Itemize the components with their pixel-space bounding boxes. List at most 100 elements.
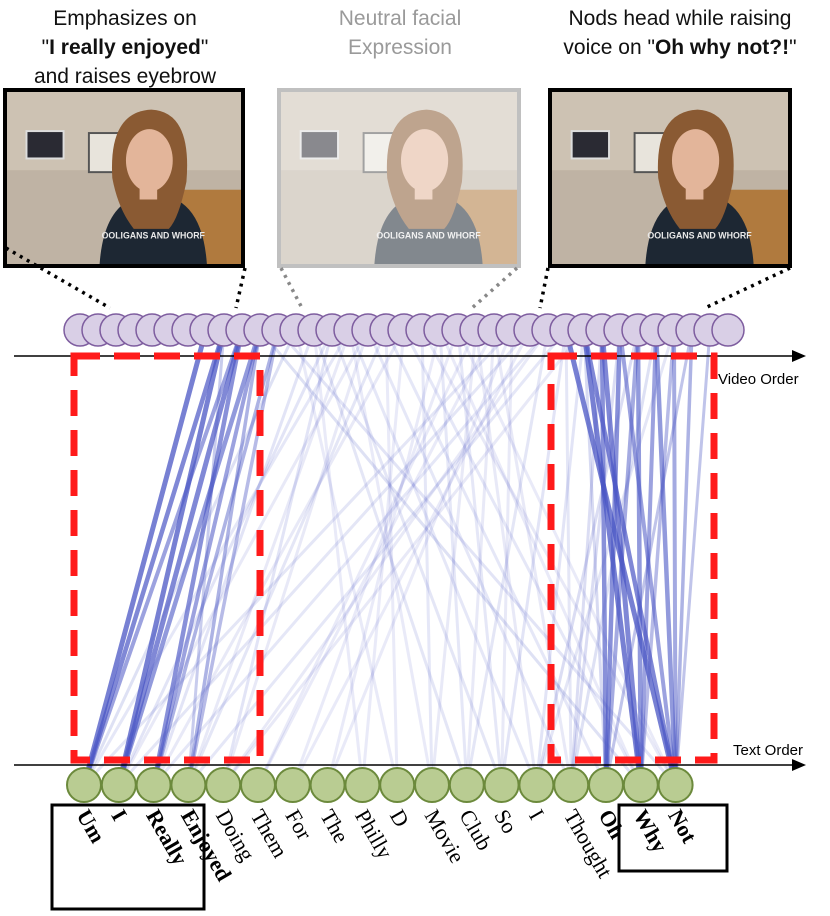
highlight-boxes: [70, 352, 718, 764]
frame-image: OOLIGANS AND WHORF: [552, 92, 788, 264]
alignment-edge: [430, 328, 478, 787]
word-node: [240, 767, 276, 803]
face: [125, 129, 173, 192]
caption-nod-line2: voice on "Oh why not?!": [563, 36, 797, 59]
caption-emphasis-line2: "I really enjoyed": [41, 36, 209, 59]
alignment-edge: [151, 327, 245, 788]
alignment-edge: [116, 327, 263, 788]
video-nodes: [63, 313, 745, 347]
word-node: [379, 767, 416, 803]
word-node: [309, 767, 346, 803]
alignment-edge: [604, 328, 640, 787]
caption-nod: Nods head while raising voice on "Oh why…: [530, 4, 830, 62]
alignment-edge: [465, 328, 496, 787]
alignment-edge: [256, 328, 478, 787]
word-node: [344, 767, 381, 803]
alignment-edge: [186, 328, 388, 787]
alignment-edge: [438, 328, 469, 787]
alignment-edge: [294, 328, 399, 787]
word-node: [553, 767, 590, 803]
word-node: [622, 767, 659, 803]
highlight-box-left: [70, 352, 264, 764]
shirt-text: OOLIGANS AND WHORF: [647, 231, 752, 241]
neck: [139, 185, 158, 200]
alignment-edge: [258, 328, 643, 787]
word-group-boxes: [50, 803, 729, 911]
word-node: [100, 767, 137, 803]
alignment-edge: [674, 328, 712, 787]
text-order-label: Text Order: [733, 742, 803, 759]
neutral-connector-right: [470, 266, 519, 310]
alignment-edge: [221, 328, 334, 787]
video-order-arrowhead: [792, 350, 806, 362]
alignment-edge: [152, 328, 316, 787]
face: [671, 129, 720, 192]
face: [400, 129, 449, 192]
caption-nod-line1: Nods head while raising: [568, 7, 792, 30]
alignment-edge: [81, 327, 227, 788]
alignment-edge: [569, 328, 658, 787]
word-node: [657, 767, 694, 803]
alignment-edge: [635, 327, 644, 788]
highlight-box-right: [547, 352, 718, 764]
nod-frame: OOLIGANS AND WHORF: [548, 88, 792, 268]
alignment-edge: [312, 328, 364, 787]
caption-emphasis-line3: and raises eyebrow: [33, 65, 217, 88]
caption-emphasis: Emphasizes on "I really enjoyed" and rai…: [0, 4, 250, 91]
caption-neutral-line1: Neutral facial: [338, 7, 462, 30]
nod-connector-right: [704, 266, 791, 310]
alignment-edge: [221, 328, 550, 787]
frame-image: OOLIGANS AND WHORF: [281, 92, 517, 264]
alignment-edge: [348, 328, 434, 787]
alignment-edge: [420, 328, 434, 787]
alignment-edge: [492, 328, 573, 787]
alignment-edge: [402, 328, 643, 787]
caption-emphasis-line1: Emphasizes on: [53, 7, 197, 30]
axes: [14, 350, 806, 771]
word-node: [448, 767, 485, 803]
alignment-edge: [116, 327, 227, 788]
alignment-edge: [117, 328, 532, 787]
word-label-i: I: [524, 805, 549, 824]
shirt-text: OOLIGANS AND WHORF: [376, 231, 481, 241]
word-node: [518, 767, 555, 803]
alignment-edge: [326, 328, 442, 787]
alignment-edge: [186, 328, 226, 787]
alignment-edge: [151, 328, 262, 787]
alignment-edge: [256, 328, 496, 787]
alignment-edge: [603, 327, 623, 788]
picture-frame: [299, 130, 340, 160]
alignment-edge: [474, 328, 538, 787]
emphasis-connector-right: [234, 267, 247, 309]
alignment-edge: [673, 328, 694, 787]
alignment-edge: [653, 327, 678, 788]
alignment-edge: [534, 328, 586, 787]
word-label-so: So: [489, 805, 522, 838]
alignment-edge: [360, 328, 406, 787]
alignment-edge: [291, 328, 460, 787]
alignment-edge: [186, 328, 352, 787]
emphasis-word-box: [50, 803, 206, 911]
caption-neutral-line2: Expression: [348, 36, 452, 59]
alignment-edges: [81, 327, 712, 788]
alignment-edge: [569, 328, 622, 787]
frame-image: OOLIGANS AND WHORF: [7, 92, 241, 264]
word-node: [483, 767, 520, 803]
alignment-edge: [116, 327, 245, 788]
alignment-edge: [672, 328, 678, 787]
word-node: [135, 767, 172, 803]
alignment-edge: [534, 328, 676, 787]
alignment-edge: [384, 328, 399, 787]
alignment-edge: [348, 328, 538, 787]
alignment-edge: [465, 328, 550, 787]
alignment-edge: [366, 328, 573, 787]
alignment-edge: [82, 328, 514, 787]
oh-why-not-word-box: [617, 803, 729, 873]
alignment-edge: [82, 328, 244, 787]
alignment-edge: [500, 328, 568, 787]
text-order-arrowhead: [792, 759, 806, 771]
nod-connector-left: [538, 267, 550, 309]
word-label-the: The: [315, 805, 354, 847]
